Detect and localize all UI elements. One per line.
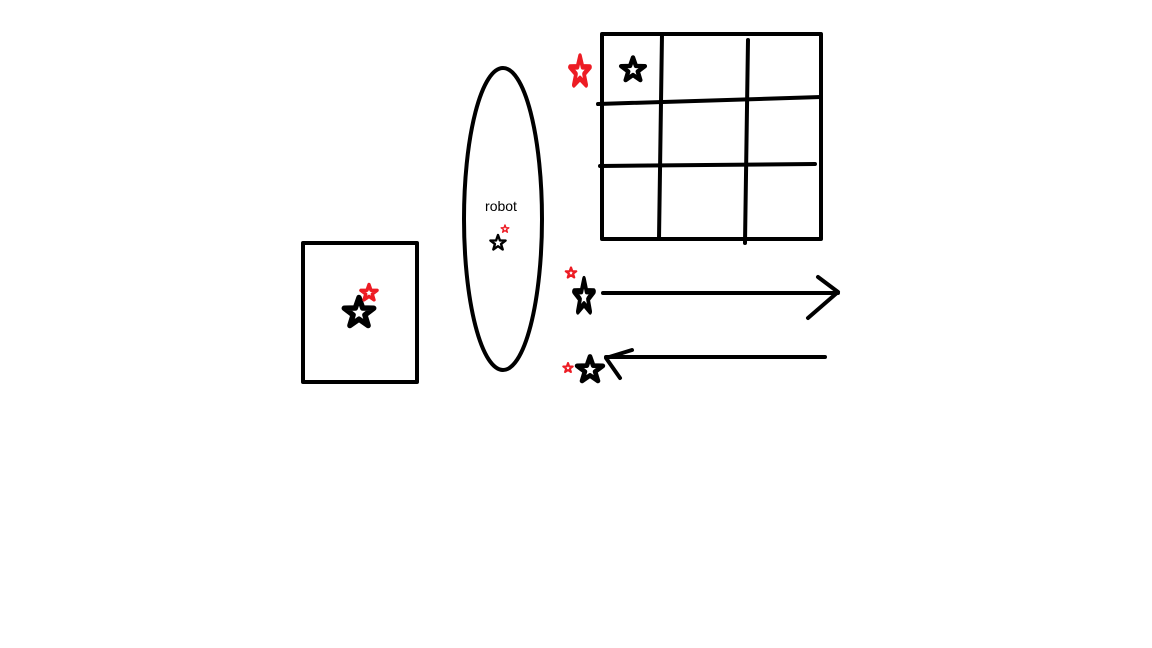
box-outline	[301, 241, 419, 384]
grid-line-v2	[743, 38, 750, 245]
robot-star-icon	[489, 233, 507, 251]
grid-line-h1	[596, 95, 823, 106]
grid-star-icon	[621, 58, 645, 81]
robot-group: robot	[462, 66, 544, 372]
grid-red-star-icon	[570, 56, 590, 85]
right-arrow-group	[564, 266, 840, 320]
right-arrow-red-star-icon	[564, 266, 578, 279]
box-star-icon	[344, 298, 373, 326]
grid-group	[570, 32, 823, 245]
right-arrow-head	[806, 275, 840, 320]
robot-ellipse	[462, 66, 544, 372]
grid-outline	[600, 32, 823, 241]
left-arrow-star-icon	[577, 357, 603, 381]
left-arrow-head	[604, 348, 634, 380]
box-red-star-icon	[359, 282, 379, 302]
robot-label: robot	[485, 198, 517, 214]
box-group	[301, 241, 419, 384]
grid-line-v1	[657, 32, 664, 241]
grid-line-h2	[598, 162, 817, 168]
robot-red-star-icon	[500, 224, 510, 233]
left-arrow-group	[562, 348, 827, 381]
right-arrow-star-icon	[574, 279, 594, 312]
left-arrow-red-star-icon	[562, 362, 574, 374]
